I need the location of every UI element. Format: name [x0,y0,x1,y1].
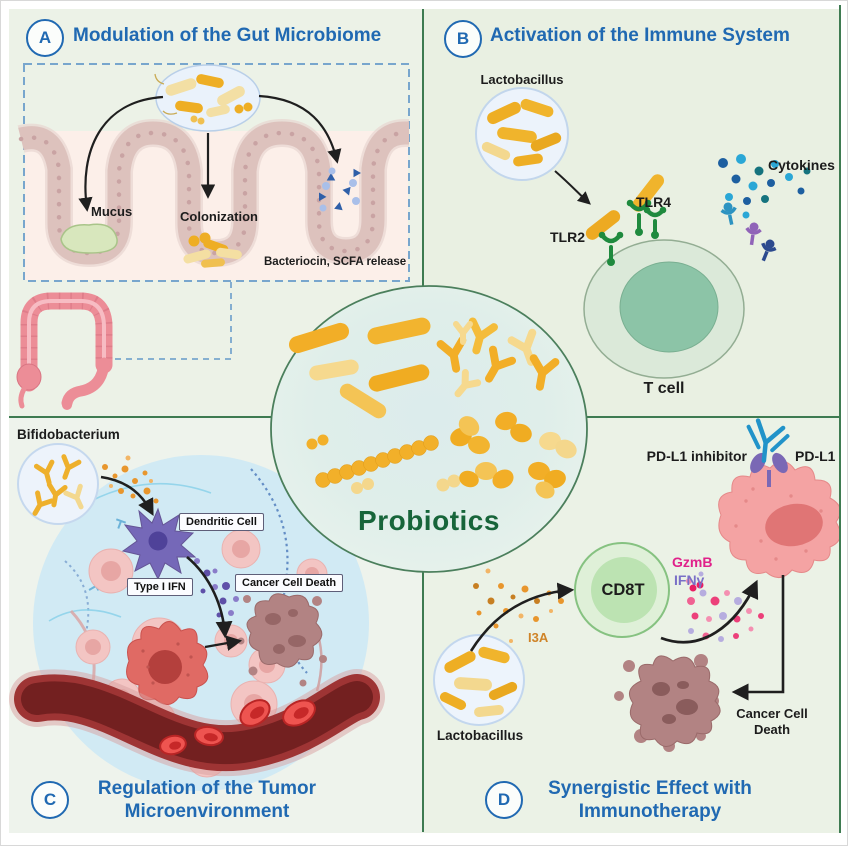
t-cell-nucleus [619,261,719,353]
gzmb-label: GzmB [672,554,713,570]
blood-vessel [9,669,385,777]
tlr-receptors [598,199,667,266]
mucus-blob [60,223,118,254]
cytokine-receptors [720,202,777,262]
arrow-cancer-to-death [731,575,785,701]
bifidobacterium-label: Bifidobacterium [17,427,120,442]
pdl1-label: PD-L1 [795,448,836,464]
panel-d-title-line1: Synergistic Effect with [548,778,752,799]
immunotherapy-illustration [433,418,841,752]
tlr4-label: TLR4 [636,194,671,210]
type-i-ifn-dots [194,558,239,618]
t-cell-label: T cell [643,380,685,397]
cancer-cell-death-label-d-line2: Death [753,722,791,737]
panel-a-title: Modulation of the Gut Microbiome [73,25,382,46]
i3a-label: I3A [528,630,549,645]
probiotics-center-circle [270,285,588,573]
bacteriocin-particles [319,167,361,212]
panel-d-title-line2: Immunotherapy [578,801,722,822]
bifidobacterium-circle [17,443,99,525]
panel-c-title-line2: Microenvironment [124,801,290,822]
gut-microbiome-illustration [16,63,412,410]
colonizing-bacteria [183,232,242,268]
gzmb-ifng-dots [686,571,764,642]
bacteriocin-label: Bacteriocin, SCFA release [264,256,407,268]
tumor-microenvironment-illustration [9,443,385,791]
colon-connector [115,282,232,360]
panel-b-badge: B [444,20,482,58]
ifng-label: IFNγ [674,572,705,588]
cd8t-cell-nucleus [591,557,657,623]
tlr2-label: TLR2 [550,229,585,245]
cd8t-label: CD8T [601,581,645,599]
lactobacillus-label-b: Lactobacillus [480,72,564,87]
panel-a-badge: A [26,19,64,57]
dendritic-cell-label: Dendritic Cell [179,513,264,531]
panel-c-badge: C [31,781,69,819]
dead-cancer-cell-c [237,593,327,687]
probiotics-title: Probiotics [358,505,500,536]
cancer-cell-d [718,461,841,578]
type-i-ifn-label: Type I IFN [127,578,193,596]
panel-c-arrows [100,475,233,639]
bacterium-tlr2 [585,210,621,240]
cytokines-label: Cytokines [768,157,835,173]
cancer-cell-death-label-d-line1: Cancer Cell [736,706,808,721]
pdl1-inhibitor-icon [746,418,790,463]
panel-a-arrows [78,94,342,212]
arrow-i3a-to-cd8t [469,582,575,652]
cancer-cell-death-label-c: Cancer Cell Death [235,574,344,592]
panel-c-title-line1: Regulation of the Tumor [97,778,317,799]
colonization-label: Colonization [180,209,258,224]
lactobacillus-label-d: Lactobacillus [436,728,524,743]
dead-cancer-cell-d [614,654,721,752]
arrow-cell-to-death [204,635,243,651]
colon-icon [16,292,113,410]
bacterium-tlr4 [631,174,665,212]
red-blood-cells [159,699,316,756]
probiotic-bubble [154,64,261,132]
lactobacillus-circle-b [475,87,569,181]
immune-activation-illustration [475,87,811,379]
arrow-cd8t-to-cancer [660,579,759,644]
panel-d-badge: D [485,781,523,819]
lactobacillus-circle-d [433,634,525,726]
pdl1-inhibitor-label: PD-L1 inhibitor [646,448,747,464]
cocci-clusters [450,411,577,499]
cytokine-dots [718,154,811,219]
bifido-metabolite-dots [102,455,159,504]
arrow-lacto-to-tcell [554,170,591,205]
streptococcus-chain [315,435,439,488]
dashed-zoom-box [23,63,410,282]
probiotic-bacteria-art [288,317,577,499]
mucus-label: Mucus [91,204,133,219]
panel-b-title: Activation of the Immune System [490,25,790,46]
cancer-cell-c [126,621,209,705]
